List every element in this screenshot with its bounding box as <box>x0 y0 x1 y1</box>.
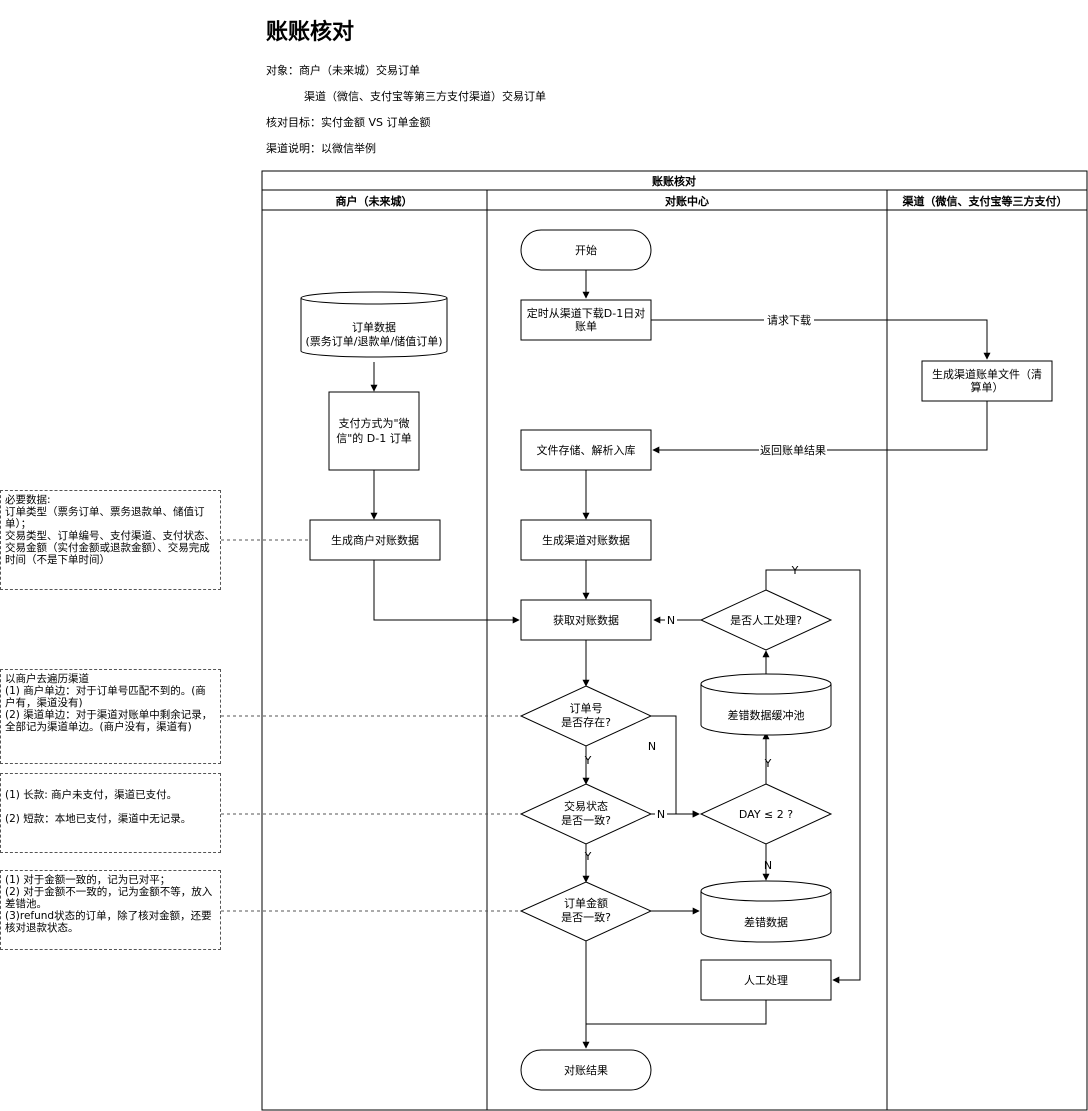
day-check-label: DAY ≤ 2 ? <box>738 807 794 821</box>
note-connectors <box>221 539 521 912</box>
edge-manual-result <box>586 1000 767 1025</box>
pay-filter-node <box>328 391 420 471</box>
manual-question-node <box>699 589 833 651</box>
edge-orderexists-day-n <box>651 715 700 818</box>
target-line: 核对目标：实付金额 VS 订单金额 <box>266 116 431 129</box>
edge-label-n-orderexists: N <box>648 740 656 753</box>
edge-labels: 请求下载 返回账单结果 N Y N Y N Y Y N <box>584 313 827 872</box>
start-node <box>520 229 652 271</box>
buffer-cylinder <box>700 684 832 736</box>
status-match-label: 交易状态 是否一致? <box>561 800 611 827</box>
edge-manualq-manual-y <box>765 569 861 984</box>
edge-download-genfile <box>651 319 991 360</box>
order-data-label: 订单数据 (票务订单/退款单/储值订单) <box>305 321 443 348</box>
note-amount: (1) 对于金额一致的，记为已对平； (2) 对于金额不一致的，记为金额不等，放… <box>0 870 221 950</box>
edge-label-y-manualq: Y <box>791 564 799 577</box>
store-node <box>520 429 652 471</box>
start-label: 开始 <box>575 244 597 257</box>
result-label: 对账结果 <box>564 1064 608 1077</box>
amount-match-label: 订单金额 是否一致? <box>561 897 611 924</box>
edge-label-n-manualq: N <box>667 614 675 627</box>
nodes <box>300 229 1053 1091</box>
download-label: 定时从渠道下载D-1日对账单 <box>526 307 646 333</box>
gen-file-label: 生成渠道账单文件（清算单） <box>932 368 1042 394</box>
object-line: 对象：商户（未来城）交易订单 <box>266 64 420 77</box>
gen-channel-node <box>520 519 652 561</box>
lane-center-title: 对账中心 <box>665 194 709 208</box>
day-check-node <box>699 783 833 845</box>
note-required-data: 必要数据: 订单类型（票务订单、票务退款单、储值订单）； 交易类型、订单编号、支… <box>0 490 221 590</box>
lane-channel-title: 渠道（微信、支付宝等三方支付） <box>903 194 1068 208</box>
error-data-label: 差错数据 <box>744 916 788 929</box>
swimlane-pool <box>261 170 1088 1111</box>
note-long-short: (1) 长款: 商户未支付，渠道已支付。 (2) 短款：本地已支付，渠道中无记录… <box>0 773 221 853</box>
result-node <box>520 1049 652 1091</box>
edge-label-n-status: N <box>657 808 665 821</box>
manual-question-label: 是否人工处理? <box>730 614 802 627</box>
edge-label-y-orderexists: Y <box>584 754 592 767</box>
gen-file-node <box>921 360 1053 402</box>
buffer-label: 差错数据缓冲池 <box>727 709 805 722</box>
amount-match-node <box>519 881 653 942</box>
order-data-cylinder <box>300 298 448 358</box>
manual-label: 人工处理 <box>744 974 788 987</box>
manual-node <box>700 959 832 1001</box>
pool-title: 账账核对 <box>652 174 696 188</box>
get-data-label: 获取对账数据 <box>553 614 619 627</box>
order-exists-label: 订单号 是否存在? <box>561 702 611 729</box>
object-line-2: 渠道（微信、支付宝等第三方支付渠道）交易订单 <box>304 90 546 103</box>
gen-channel-label: 生成渠道对账数据 <box>542 534 630 547</box>
get-data-node <box>520 599 652 641</box>
order-exists-node <box>519 685 653 747</box>
connectors <box>370 270 991 1049</box>
note-traverse-channel: 以商户去遍历渠道 (1) 商户单边：对于订单号匹配不到的。(商户有，渠道没有) … <box>0 669 221 764</box>
page-title: 账账核对 <box>266 20 355 45</box>
edge-genmerchant-getdata <box>373 560 520 624</box>
download-node <box>520 299 652 341</box>
error-data-cylinder <box>700 891 832 943</box>
store-label: 文件存储、解析入库 <box>536 444 636 457</box>
edge-label-n-day: N <box>764 859 772 872</box>
edge-label-y-status: Y <box>584 850 592 863</box>
lane-merchant-title: 商户（未来城） <box>336 194 413 208</box>
edge-genfile-store <box>652 400 988 454</box>
channel-line: 渠道说明：以微信举例 <box>266 142 376 155</box>
edge-label-y-day: Y <box>764 757 772 770</box>
gen-merchant-node <box>309 519 441 561</box>
status-match-node <box>519 783 653 845</box>
gen-merchant-label: 生成商户对账数据 <box>331 534 419 547</box>
edge-label-request-download: 请求下载 <box>767 314 811 327</box>
pay-filter-label: 支付方式为"微信"的 D-1 订单 <box>336 417 412 445</box>
edge-label-return-result: 返回账单结果 <box>760 444 826 457</box>
